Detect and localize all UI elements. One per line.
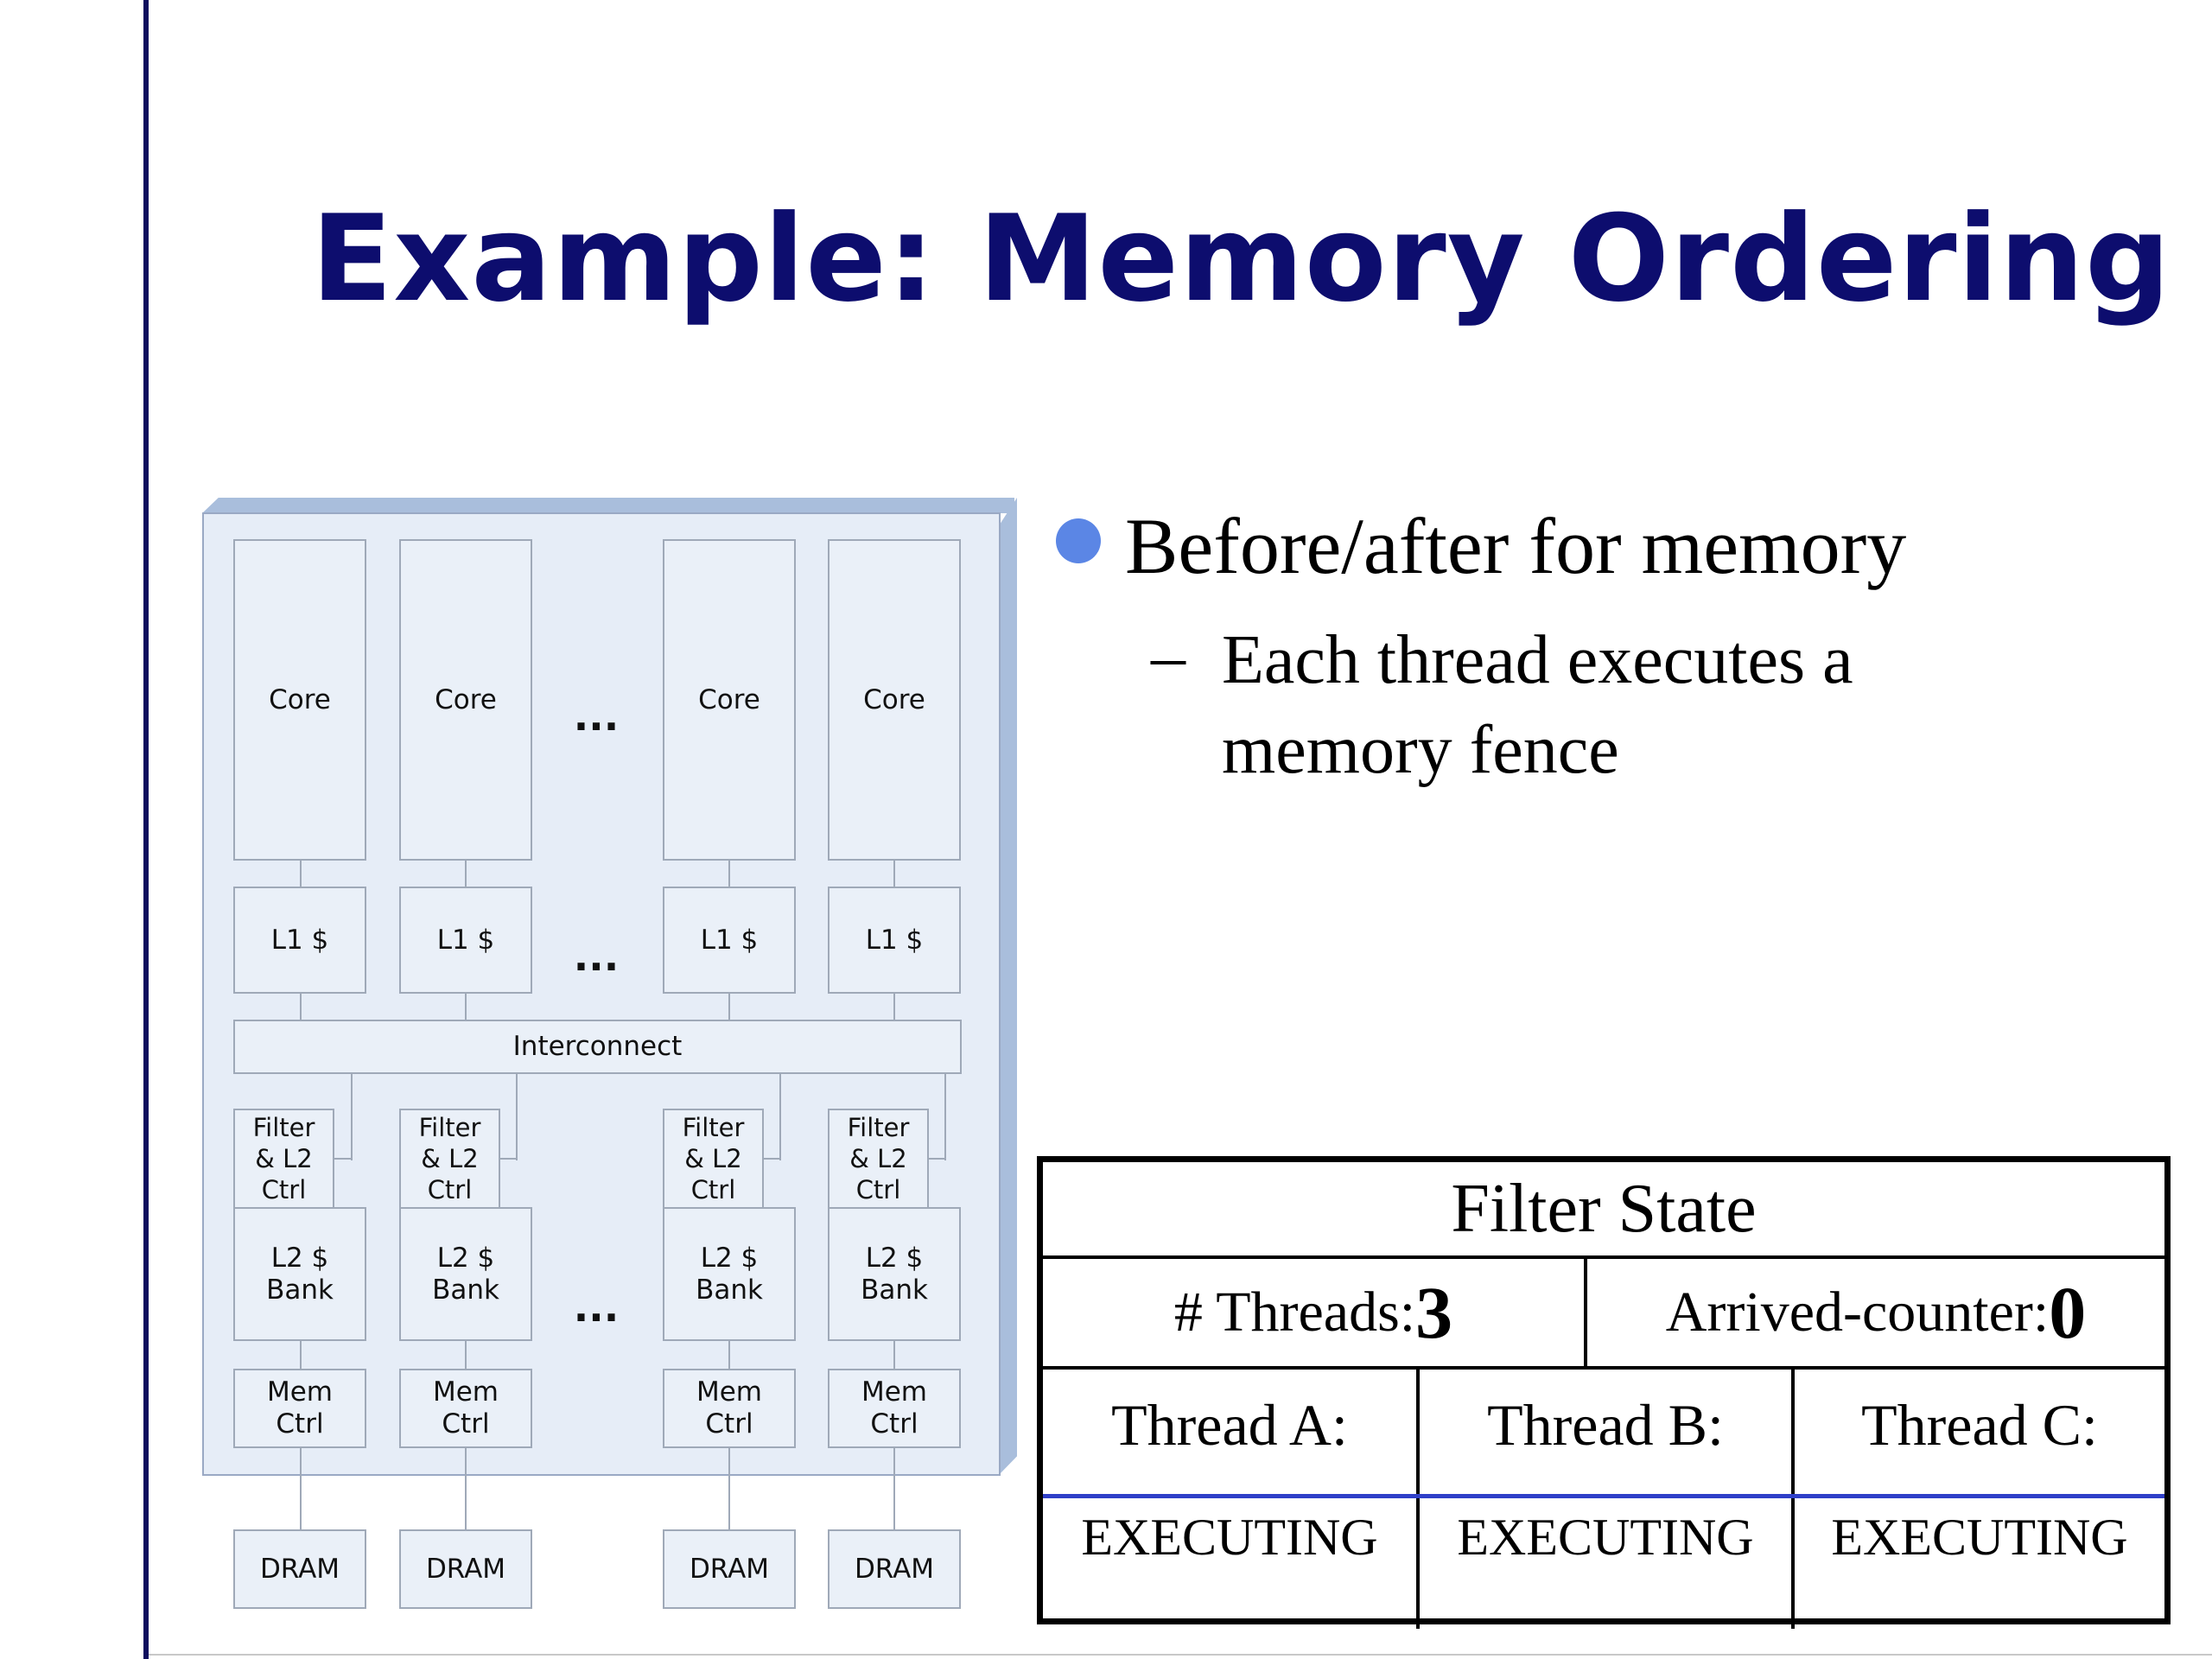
core-box: Core — [233, 539, 366, 861]
core-box: Core — [399, 539, 532, 861]
l1-cache-box: L1 $ — [828, 887, 961, 994]
l1-cache-box: L1 $ — [663, 887, 796, 994]
filter-state-table: Filter State # Threads: 3 Arrived-counte… — [1037, 1156, 2171, 1629]
arrived-counter-cell: Arrived-counter: 0 — [1587, 1259, 2164, 1366]
connector — [300, 994, 302, 1020]
connector — [893, 1341, 895, 1369]
thread-c-state: EXECUTING — [1831, 1508, 2128, 1566]
connector — [728, 1448, 730, 1529]
connector — [893, 994, 895, 1020]
chip-3d-side-edge — [998, 498, 1017, 1476]
mem-ctrl-box: Mem Ctrl — [399, 1369, 532, 1448]
connector — [779, 1074, 781, 1160]
core-box: Core — [828, 539, 961, 861]
threads-count-label: # Threads: — [1173, 1281, 1416, 1344]
table-divider — [1791, 1370, 1795, 1629]
l2-bank-box: L2 $ Bank — [828, 1207, 961, 1341]
filter-l2-ctrl-box: Filter & L2 Ctrl — [233, 1109, 334, 1209]
slide-title: Example: Memory Ordering — [311, 189, 2171, 328]
bullet-dot-icon — [1056, 518, 1101, 563]
connector — [928, 1158, 946, 1160]
connector — [465, 1341, 467, 1369]
connector — [516, 1074, 518, 1160]
connector — [351, 1074, 353, 1160]
filter-l2-ctrl-box: Filter & L2 Ctrl — [828, 1109, 929, 1209]
connector — [893, 861, 895, 887]
connector — [763, 1158, 781, 1160]
thread-c-name: Thread C: — [1861, 1391, 2098, 1458]
thread-a-state: EXECUTING — [1081, 1508, 1378, 1566]
l2-bank-box: L2 $ Bank — [663, 1207, 796, 1341]
l2-bank-box: L2 $ Bank — [399, 1207, 532, 1341]
arrived-counter-label: Arrived-counter: — [1665, 1281, 2050, 1344]
slide-left-rule — [143, 0, 149, 1659]
filter-l2-ctrl-box: Filter & L2 Ctrl — [663, 1109, 764, 1209]
slide-bottom-rule — [149, 1654, 2212, 1656]
filter-l2-ctrl-box: Filter & L2 Ctrl — [399, 1109, 500, 1209]
filter-state-title: Filter State — [1451, 1170, 1757, 1247]
mem-ctrl-box: Mem Ctrl — [828, 1369, 961, 1448]
connector — [499, 1158, 518, 1160]
sub-bullet-dash: – — [1151, 619, 1185, 695]
connector — [893, 1448, 895, 1529]
bullet-main: Before/after for memory — [1125, 502, 1907, 590]
ellipsis: ... — [573, 933, 620, 980]
threads-count-value: 3 — [1415, 1271, 1453, 1354]
arrived-counter-value: 0 — [2049, 1271, 2087, 1354]
threads-count-cell: # Threads: 3 — [1043, 1259, 1584, 1366]
thread-b-state: EXECUTING — [1457, 1508, 1754, 1566]
table-divider — [1043, 1366, 2164, 1370]
connector — [465, 1448, 467, 1529]
connector — [728, 994, 730, 1020]
connector — [300, 861, 302, 887]
connector — [465, 994, 467, 1020]
l1-cache-box: L1 $ — [233, 887, 366, 994]
connector — [944, 1074, 946, 1160]
table-divider — [1043, 1255, 2164, 1259]
l1-cache-box: L1 $ — [399, 887, 532, 994]
interconnect-box: Interconnect — [233, 1020, 962, 1074]
connector — [300, 1341, 302, 1369]
mem-ctrl-box: Mem Ctrl — [663, 1369, 796, 1448]
connector — [334, 1158, 353, 1160]
table-divider — [1416, 1370, 1420, 1629]
l2-bank-box: L2 $ Bank — [233, 1207, 366, 1341]
dram-box: DRAM — [399, 1529, 532, 1609]
core-box: Core — [663, 539, 796, 861]
mem-ctrl-box: Mem Ctrl — [233, 1369, 366, 1448]
thread-state-divider — [1043, 1494, 2164, 1498]
connector — [300, 1448, 302, 1529]
ellipsis: ... — [573, 1284, 620, 1331]
thread-b-name: Thread B: — [1487, 1391, 1724, 1458]
dram-box: DRAM — [828, 1529, 961, 1609]
chip-3d-top-edge — [202, 498, 1014, 513]
connector — [728, 1341, 730, 1369]
connector — [728, 861, 730, 887]
dram-box: DRAM — [663, 1529, 796, 1609]
dram-box: DRAM — [233, 1529, 366, 1609]
table-divider — [1584, 1259, 1587, 1366]
ellipsis: ... — [573, 693, 620, 740]
connector — [465, 861, 467, 887]
thread-a-name: Thread A: — [1111, 1391, 1348, 1458]
bullet-sub: Each thread executes a memory fence — [1222, 622, 1853, 788]
